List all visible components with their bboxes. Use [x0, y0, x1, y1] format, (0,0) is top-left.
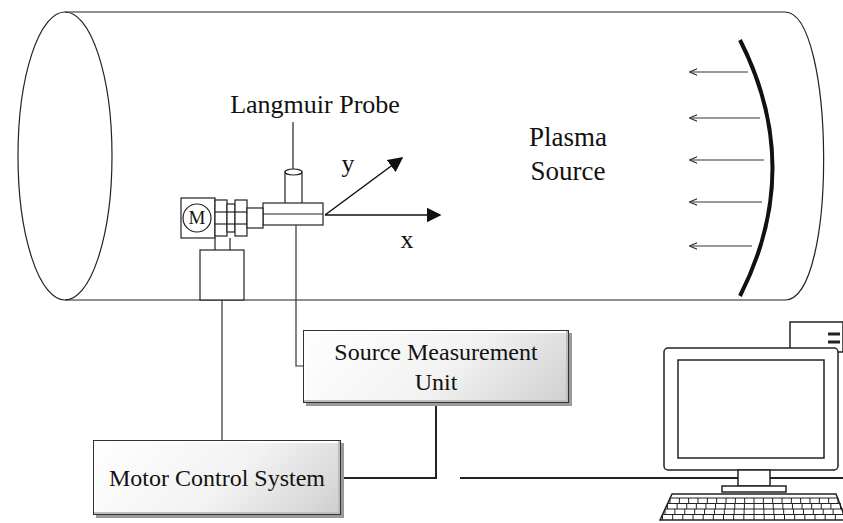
motor-stage [181, 198, 263, 300]
box-label: Source Measurement Unit [304, 333, 568, 401]
process-box: Source Measurement Unit [303, 330, 569, 403]
part-label: Langmuir Probe [230, 89, 400, 122]
plasma-flow-arrows [690, 72, 764, 246]
langmuir-probe [263, 122, 323, 225]
plasma-source-electrode [740, 40, 773, 296]
axis-label: x [401, 224, 414, 257]
computer [660, 322, 843, 520]
process-box: Motor Control System [93, 440, 341, 515]
axis-label: y [342, 148, 355, 181]
data-bus [460, 477, 843, 479]
signal-wire [222, 225, 303, 440]
box-label: Motor Control System [101, 459, 333, 497]
part-label: Plasma Source [503, 121, 633, 189]
motor-symbol-label: M [189, 206, 206, 230]
vacuum-chamber [18, 12, 824, 300]
